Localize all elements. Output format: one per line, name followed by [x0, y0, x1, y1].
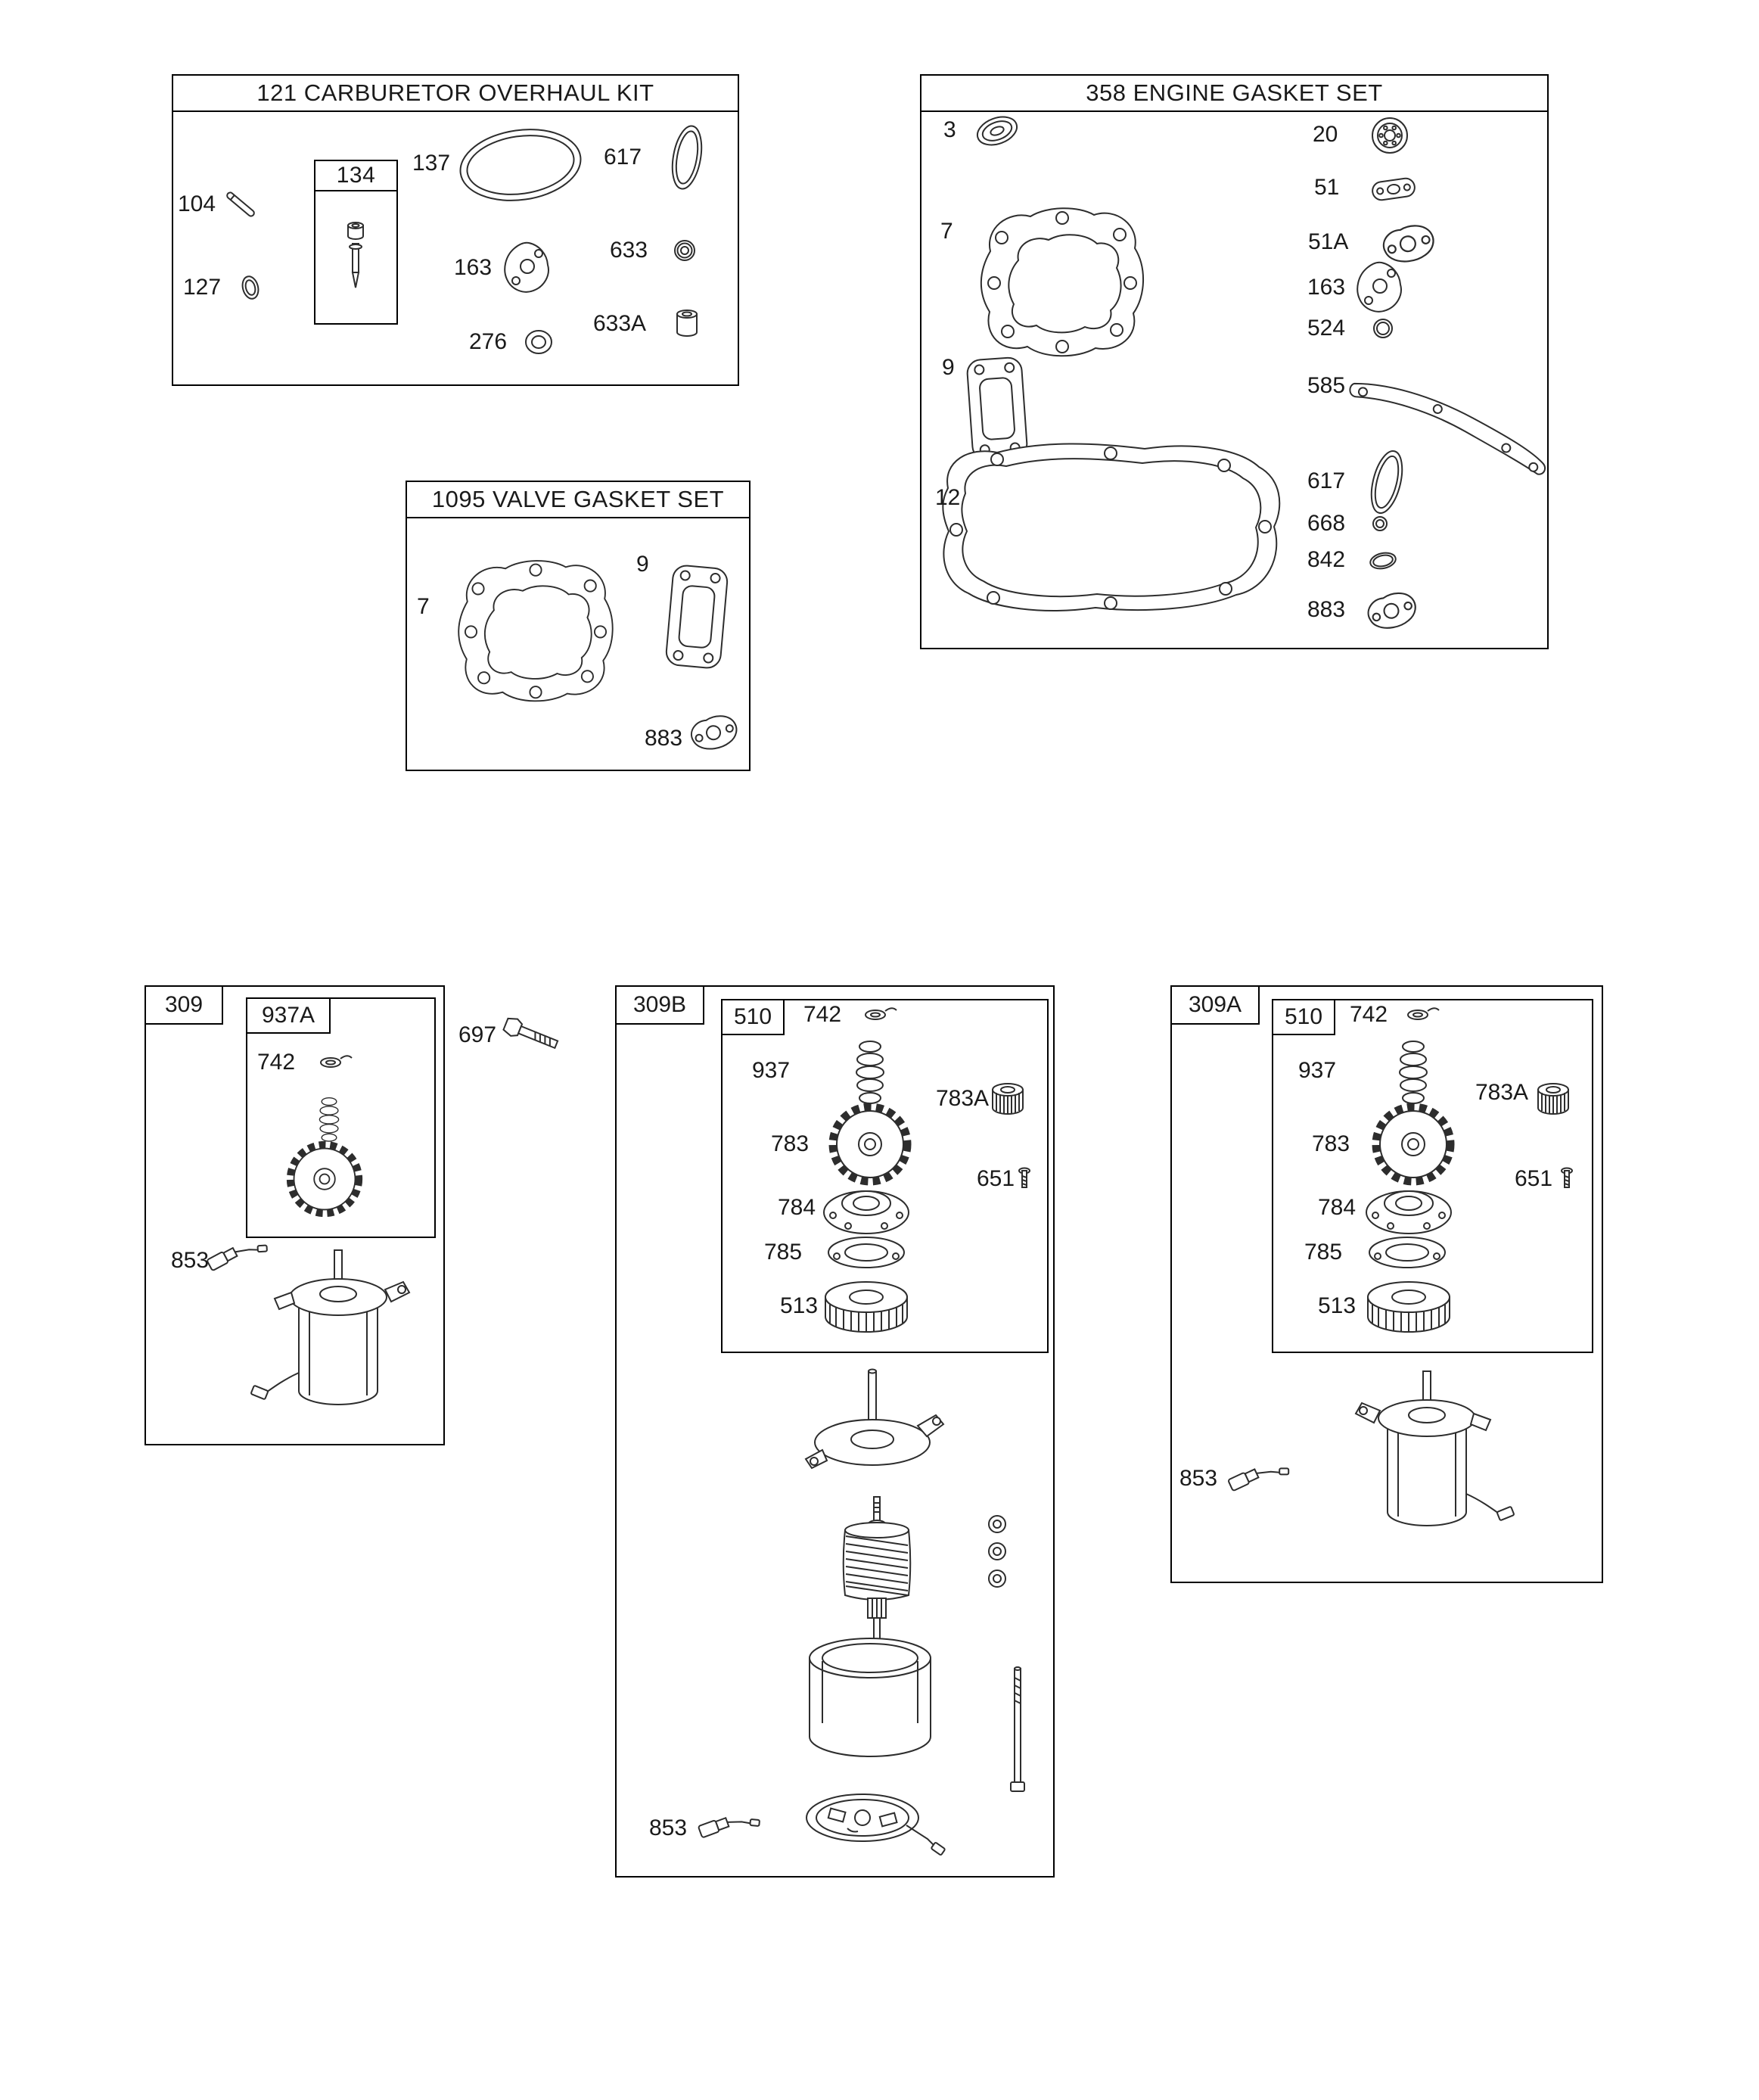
part-label-783: 783: [1312, 1131, 1350, 1156]
part-label-784: 784: [1318, 1195, 1357, 1220]
part-label-785: 785: [764, 1240, 803, 1265]
part-label-163: 163: [454, 255, 493, 280]
part-label-842: 842: [1307, 547, 1346, 572]
part-label-163: 163: [1307, 275, 1346, 300]
inset-label-510-309B: 510: [723, 1000, 785, 1035]
inset-box-937A: 937A: [246, 997, 436, 1238]
part-label-513: 513: [1318, 1293, 1357, 1318]
part-label-633A: 633A: [593, 311, 647, 336]
part-label-783: 783: [771, 1131, 810, 1156]
part-label-853: 853: [649, 1815, 688, 1840]
part-label-785: 785: [1304, 1240, 1343, 1265]
section-title-engine-gasket: 358 ENGINE GASKET SET: [921, 76, 1547, 112]
part-label-9: 9: [942, 355, 955, 380]
part-label-937: 937: [1298, 1058, 1337, 1083]
part-label-9: 9: [636, 552, 649, 577]
part-697-bolt-drawing: [501, 1015, 561, 1054]
inset-box-510-309A: 510: [1272, 999, 1593, 1353]
part-label-617: 617: [1307, 468, 1346, 493]
part-label-276: 276: [469, 329, 508, 354]
part-label-883: 883: [645, 726, 683, 751]
section-label-309A: 309A: [1172, 987, 1260, 1025]
part-label-651: 651: [1515, 1166, 1553, 1191]
inset-label-134: 134: [315, 161, 396, 191]
section-starter-309: 309: [145, 985, 445, 1445]
part-label-853: 853: [1179, 1466, 1218, 1491]
part-label-12: 12: [935, 485, 961, 510]
section-engine-gasket-set: 358 ENGINE GASKET SET: [920, 74, 1549, 649]
section-starter-309B: 309B: [615, 985, 1055, 1878]
section-title-carburetor: 121 CARBURETOR OVERHAUL KIT: [173, 76, 738, 112]
part-label-742: 742: [1350, 1002, 1388, 1027]
inset-label-510-309A: 510: [1273, 1000, 1335, 1035]
part-label-3: 3: [943, 117, 956, 142]
part-label-137: 137: [412, 151, 451, 176]
part-label-127: 127: [183, 275, 222, 300]
part-label-783A: 783A: [936, 1086, 990, 1111]
part-label-668: 668: [1307, 511, 1346, 536]
part-label-7: 7: [417, 594, 430, 619]
section-valve-gasket-set: 1095 VALVE GASKET SET: [406, 481, 751, 771]
part-label-697: 697: [458, 1022, 497, 1047]
part-label-742: 742: [257, 1050, 296, 1075]
section-title-valve-gasket: 1095 VALVE GASKET SET: [407, 482, 749, 518]
part-label-883: 883: [1307, 597, 1346, 622]
part-label-617: 617: [604, 145, 642, 170]
inset-box-134: 134: [314, 160, 398, 325]
section-label-309B: 309B: [617, 987, 704, 1025]
inset-box-510-309B: 510: [721, 999, 1049, 1353]
part-label-524: 524: [1307, 316, 1346, 341]
inset-label-937A: 937A: [247, 999, 331, 1034]
part-label-104: 104: [178, 191, 216, 216]
part-label-633: 633: [610, 238, 648, 263]
part-label-513: 513: [780, 1293, 819, 1318]
part-label-784: 784: [778, 1195, 816, 1220]
part-label-651: 651: [977, 1166, 1015, 1191]
part-label-937: 937: [752, 1058, 791, 1083]
section-starter-309A: 309A: [1170, 985, 1603, 1583]
part-label-853: 853: [171, 1248, 210, 1273]
part-label-51: 51: [1314, 175, 1340, 200]
section-carburetor-overhaul-kit: 121 CARBURETOR OVERHAUL KIT: [172, 74, 739, 386]
part-label-20: 20: [1313, 122, 1338, 147]
part-label-783A: 783A: [1475, 1080, 1529, 1105]
part-label-585: 585: [1307, 373, 1346, 398]
section-label-309: 309: [146, 987, 223, 1025]
part-label-7: 7: [940, 219, 953, 244]
part-label-742: 742: [803, 1002, 842, 1027]
part-label-51A: 51A: [1308, 229, 1349, 254]
